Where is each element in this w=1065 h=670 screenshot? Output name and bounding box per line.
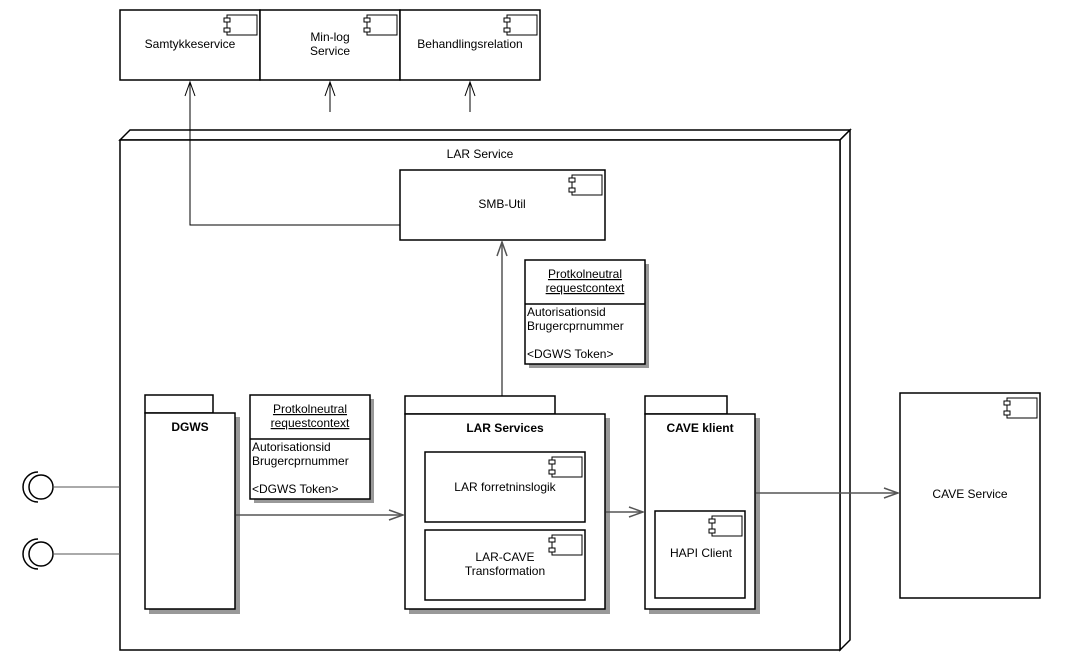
component-label: SMB-Util — [478, 197, 525, 211]
component-icon — [223, 14, 258, 36]
context-attribute: Brugercprnummer — [527, 319, 624, 333]
smb-to-samtykke-connector — [189, 82, 400, 226]
cave-service-component[interactable]: CAVE Service — [899, 392, 1041, 599]
context-title-line-2: requestcontext — [271, 416, 350, 430]
context-attribute: <DGWS Token> — [252, 482, 338, 496]
component-icon — [503, 14, 538, 36]
request-context-upper[interactable]: Protkolneutral requestcontext Autorisati… — [524, 259, 649, 368]
top-services: Samtykkeservice Min-log Service Behandli… — [119, 9, 541, 81]
package-label: LAR Services — [466, 421, 544, 435]
context-attribute: Autorisationsid — [252, 440, 331, 454]
samtykkeservice-component[interactable]: Samtykkeservice — [119, 9, 261, 81]
arrowhead — [464, 80, 476, 97]
min-log-service-component[interactable]: Min-log Service — [259, 9, 401, 81]
arrowhead — [883, 487, 901, 499]
component-label: CAVE Service — [932, 487, 1007, 501]
arrowhead — [388, 509, 406, 521]
component-icon — [708, 515, 743, 537]
lar-services-to-smb-util-connector — [496, 239, 508, 396]
component-icon — [548, 534, 583, 556]
component-label-line-1: LAR-CAVE — [475, 550, 534, 564]
lar-services-package[interactable]: LAR Services LAR forretninslogik LAR-CAV… — [404, 395, 610, 614]
arrowhead — [184, 80, 196, 97]
context-attribute: Brugercprnummer — [252, 454, 349, 468]
interfaces — [22, 471, 120, 570]
dgws-package[interactable]: DGWS — [144, 394, 240, 614]
behandlingsrelation-component[interactable]: Behandlingsrelation — [399, 9, 541, 81]
context-title-line-1: Protkolneutral — [273, 402, 347, 416]
context-title-line-1: Protkolneutral — [548, 267, 622, 281]
lar-forretninslogik-component[interactable]: LAR forretninslogik — [424, 451, 586, 523]
component-label: HAPI Client — [670, 546, 733, 560]
node-label: LAR Service — [447, 147, 514, 161]
required-interface-lower[interactable] — [22, 538, 120, 570]
cave-klient-package[interactable]: CAVE klient HAPI Client — [644, 395, 760, 614]
required-interface-upper[interactable] — [22, 471, 120, 503]
component-icon — [1003, 397, 1038, 419]
component-label: LAR forretninslogik — [454, 480, 556, 494]
package-label: DGWS — [171, 420, 208, 434]
lar-cave-transformation-component[interactable]: LAR-CAVE Transformation — [424, 529, 586, 601]
component-label-line-1: Min-log — [310, 30, 349, 44]
connectors — [184, 80, 476, 226]
context-attribute: Autorisationsid — [527, 305, 606, 319]
flow-connectors — [236, 487, 901, 521]
component-icon — [548, 456, 583, 478]
arrowhead — [628, 506, 646, 518]
component-icon — [568, 174, 603, 196]
component-label: Samtykkeservice — [145, 37, 236, 51]
package-label: CAVE klient — [666, 421, 733, 435]
request-context-lower[interactable]: Protkolneutral requestcontext Autorisati… — [249, 394, 374, 503]
context-attribute: <DGWS Token> — [527, 347, 613, 361]
hapi-client-component[interactable]: HAPI Client — [654, 510, 746, 599]
context-title-line-2: requestcontext — [546, 281, 625, 295]
component-label-line-2: Transformation — [465, 564, 545, 578]
component-label: Behandlingsrelation — [417, 37, 522, 51]
arrowhead — [324, 80, 336, 97]
smb-util-component[interactable]: SMB-Util — [399, 169, 606, 241]
component-label-line-2: Service — [310, 44, 350, 58]
component-icon — [363, 14, 398, 36]
